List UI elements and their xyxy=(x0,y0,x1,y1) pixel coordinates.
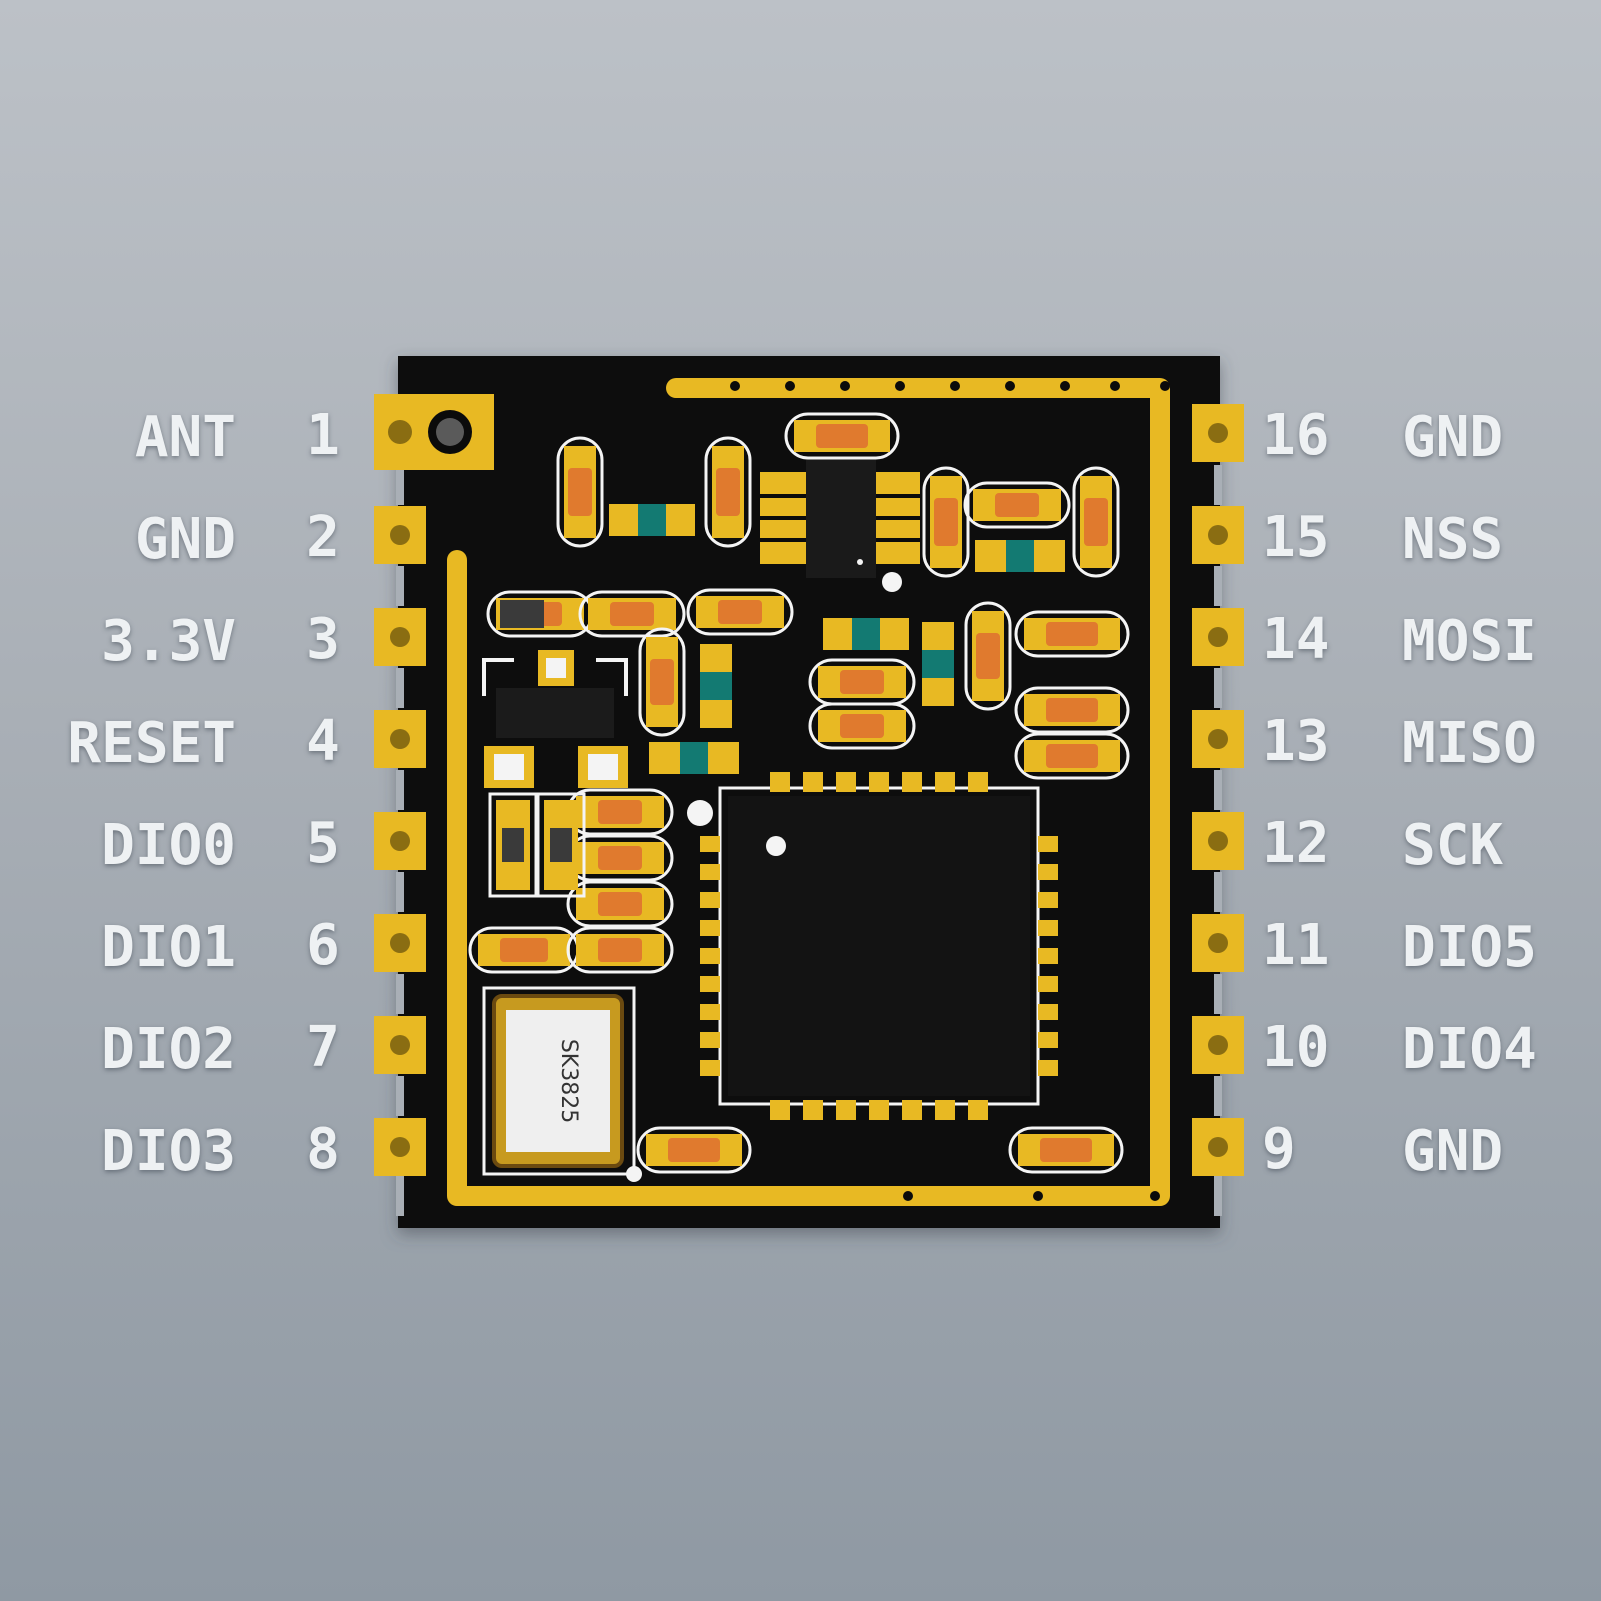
resistor xyxy=(566,926,674,974)
pin-3-number: 3 xyxy=(306,607,340,672)
resistor xyxy=(468,926,580,974)
pin-11-number: 11 xyxy=(1262,913,1330,978)
resistor xyxy=(556,436,604,548)
pin-12-number: 12 xyxy=(1262,811,1330,876)
resistor xyxy=(1072,466,1120,578)
pin-13-name: MISO xyxy=(1402,711,1537,776)
diode xyxy=(536,792,586,898)
resistor xyxy=(1014,610,1130,658)
resistor xyxy=(636,1126,752,1174)
resistor xyxy=(1014,732,1130,780)
rf-switch-chip xyxy=(760,458,920,592)
pin-7-number: 7 xyxy=(306,1015,340,1080)
capacitor xyxy=(649,742,739,774)
pin-10-number: 10 xyxy=(1262,1015,1330,1080)
regulator xyxy=(482,650,628,788)
passive-components xyxy=(468,412,1130,1174)
resistor xyxy=(638,627,686,737)
pin-10-name: DIO4 xyxy=(1402,1017,1537,1082)
resistor xyxy=(808,702,916,750)
resistor xyxy=(686,588,794,636)
pin-8-number: 8 xyxy=(306,1117,340,1182)
pin-9-name: GND xyxy=(1402,1119,1504,1184)
pin-2-number: 2 xyxy=(306,505,340,570)
transceiver-chip xyxy=(700,772,1058,1120)
resistor xyxy=(1014,686,1130,734)
crystal: SK3825 xyxy=(482,986,642,1182)
pin-1-name: ANT xyxy=(134,405,236,470)
pin-9-number: 9 xyxy=(1262,1117,1296,1182)
resistor xyxy=(1008,1126,1124,1174)
resistor xyxy=(784,412,900,460)
pin-15-number: 15 xyxy=(1262,505,1330,570)
trace-vias xyxy=(730,381,1170,1201)
resistor xyxy=(578,590,686,638)
pin-16-name: GND xyxy=(1402,405,1504,470)
pin-5-number: 5 xyxy=(306,811,340,876)
pin1-marker xyxy=(687,800,713,826)
capacitor xyxy=(700,644,732,728)
resistor xyxy=(566,788,674,836)
pin-7-name: DIO2 xyxy=(101,1017,236,1082)
pin-3-name: 3.3V xyxy=(101,609,236,674)
resistor xyxy=(566,880,674,928)
diode xyxy=(488,792,538,898)
castellation-notches xyxy=(396,465,1222,1216)
pin-15-name: NSS xyxy=(1402,507,1504,572)
capacitor xyxy=(922,622,954,706)
resistor xyxy=(922,466,970,578)
pin-1-number: 1 xyxy=(306,403,340,468)
pin-4-name: RESET xyxy=(67,711,236,776)
resistor xyxy=(704,436,752,548)
resistor xyxy=(566,834,674,882)
pin-14-number: 14 xyxy=(1262,607,1330,672)
pin-2-name: GND xyxy=(134,507,236,572)
pin-4-number: 4 xyxy=(306,709,340,774)
pin-14-name: MOSI xyxy=(1402,609,1537,674)
capacitor xyxy=(975,540,1065,572)
capacitor xyxy=(823,618,909,650)
pin-5-name: DIO0 xyxy=(101,813,236,878)
pin-13-number: 13 xyxy=(1262,709,1330,774)
left-pads xyxy=(374,394,494,1176)
resistor xyxy=(963,481,1071,529)
resistor xyxy=(808,658,916,706)
pin-6-name: DIO1 xyxy=(101,915,236,980)
pin-8-name: DIO3 xyxy=(101,1119,236,1184)
right-pads xyxy=(1192,404,1244,1176)
capacitor xyxy=(609,504,695,536)
small-chip xyxy=(500,600,544,628)
pin-16-number: 16 xyxy=(1262,403,1330,468)
pin-6-number: 6 xyxy=(306,913,340,978)
pin-11-name: DIO5 xyxy=(1402,915,1537,980)
pin-12-name: SCK xyxy=(1402,813,1504,878)
resistor xyxy=(964,601,1012,711)
crystal-marking: SK3825 xyxy=(556,1039,581,1123)
